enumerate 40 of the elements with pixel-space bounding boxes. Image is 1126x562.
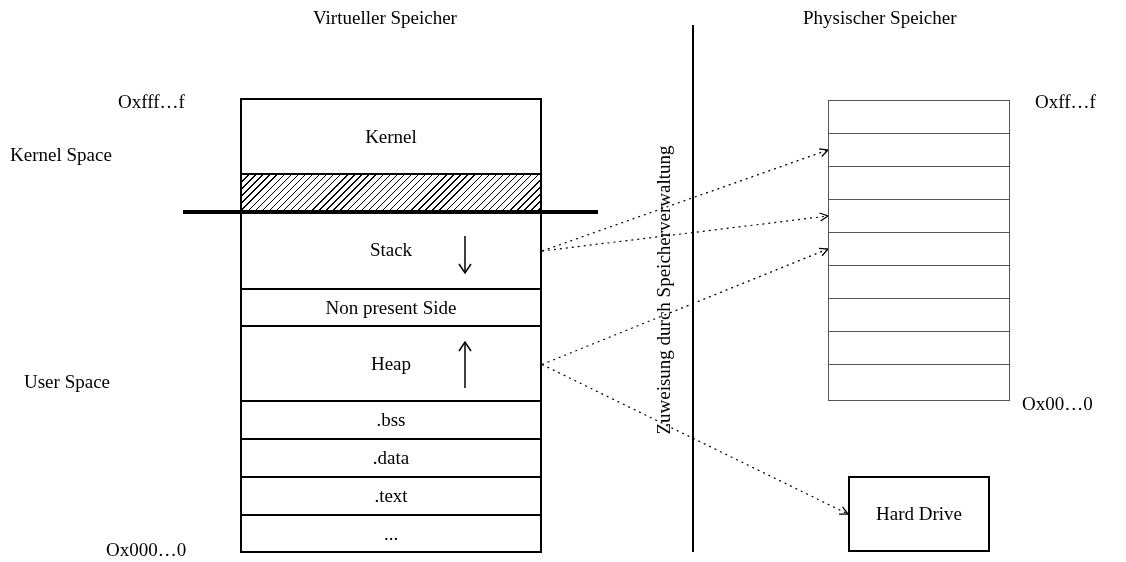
memory-frame [828, 133, 1010, 167]
memory-frame [828, 298, 1010, 332]
memory-segment [240, 98, 542, 175]
axis-caption: Zuweisung durch Speicherverwaltung [653, 145, 673, 435]
region-label: Kernel Space [10, 145, 112, 164]
memory-frame [828, 265, 1010, 299]
memory-segment [240, 402, 542, 440]
memory-segment [240, 478, 542, 516]
memory-segment [240, 212, 542, 290]
memory-frame [828, 100, 1010, 134]
segment-label: Stack [369, 239, 413, 261]
memory-segment [240, 290, 542, 327]
memory-frame [828, 232, 1010, 266]
segment-label: ... [383, 522, 399, 545]
memory-frame [828, 364, 1010, 401]
segment-label: .data [372, 447, 410, 469]
hatched-block [240, 175, 542, 212]
arrow [541, 212, 829, 252]
drive-label: Hard Drive [876, 503, 962, 525]
heading: Virtueller Speicher [313, 8, 457, 27]
memory-segment [240, 516, 542, 553]
address-label: Ox00…0 [1022, 394, 1093, 413]
memory-frame [828, 331, 1010, 365]
segment-label: Non present Side [325, 296, 457, 319]
region-label: User Space [24, 372, 110, 391]
segment-label: .text [374, 485, 408, 507]
address-label: Ox000…0 [106, 540, 187, 559]
memory-frame [828, 166, 1010, 200]
memory-segment [240, 440, 542, 478]
segment-label: .bss [376, 409, 406, 431]
segment-label: Heap [370, 352, 412, 375]
address-label: Oxfff…f [118, 92, 185, 111]
arrow [541, 363, 849, 515]
arrow [541, 247, 829, 366]
hard-drive-box [848, 476, 990, 552]
memory-frame [828, 199, 1010, 233]
heading: Physischer Speicher [803, 8, 957, 27]
address-label: Oxff…f [1035, 92, 1096, 111]
segment-label: Kernel [365, 125, 417, 148]
memory-segment [240, 327, 542, 402]
